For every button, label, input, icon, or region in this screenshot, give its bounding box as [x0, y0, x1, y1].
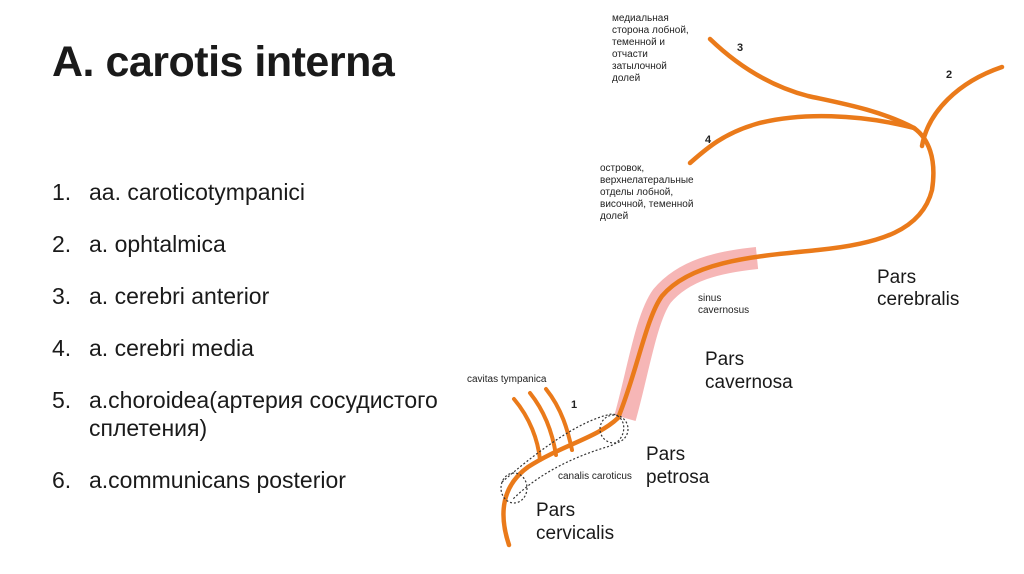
branch-number-4: 4: [705, 134, 712, 146]
label-cavitas-tympanica: cavitas tympanica: [467, 374, 547, 385]
list-item: 5. a.choroidea(артерия сосудистого сплете…: [52, 386, 472, 442]
part-line: Pars: [705, 349, 744, 370]
list-number: 3.: [52, 283, 72, 309]
carotis-interna-trunk: [501, 125, 936, 548]
list-number: 2.: [52, 231, 72, 257]
annotation-4-line: отделы лобной,: [600, 186, 673, 198]
part-line: Pars: [877, 267, 916, 288]
list-number: 6.: [52, 467, 72, 493]
list-number: 1.: [52, 179, 72, 205]
part-line: petrosa: [646, 467, 710, 488]
branch-cerebri-anterior: [707, 36, 917, 131]
label-pars-cerebralis: Pars cerebralis: [877, 267, 959, 310]
canalis-entry-circle: [500, 472, 528, 504]
branch-number-1: 1: [571, 399, 577, 411]
annotation-4-line: височной, теменной: [600, 199, 693, 210]
list-text: a. ophtalmica: [89, 231, 226, 257]
list-number: 5.: [52, 387, 72, 413]
list-text: aa. caroticotympanici: [89, 179, 306, 205]
annotation-3-line: теменной и: [612, 37, 665, 48]
annotation-3-line: медиальная: [612, 13, 669, 24]
annotation-3-line: долей: [612, 73, 640, 84]
label-sinus-line: cavernosus: [698, 305, 749, 316]
list-text: a.communicans posterior: [89, 467, 346, 493]
part-line: cavernosa: [705, 372, 793, 393]
list-item: 3. a. cerebri anterior: [52, 282, 472, 310]
part-line: cerebralis: [877, 289, 959, 310]
annotation-4-line: островок,: [600, 163, 644, 174]
branch-number-2: 2: [946, 69, 952, 81]
label-pars-petrosa: Pars petrosa: [646, 444, 710, 488]
part-line: Pars: [646, 444, 685, 465]
annotation-3-line: сторона лобной,: [612, 24, 689, 36]
branch-number-3: 3: [737, 42, 743, 54]
label-sinus-cavernosus: sinus cavernosus: [698, 293, 749, 316]
list-item: 6. a.communicans posterior: [52, 466, 472, 494]
branch-caroticotympanic-b: [528, 391, 558, 457]
annotation-3-line: затылочной: [612, 61, 667, 72]
list-number: 4.: [52, 335, 72, 361]
canalis-caroticus-outline: [501, 413, 625, 501]
branch-list: 1.aa. caroticotympanici 2.a. ophtalmica …: [52, 178, 472, 518]
branch-caroticotympanic-c: [544, 387, 574, 452]
canalis-exit-circle: [599, 414, 629, 444]
part-line: cervicalis: [536, 523, 614, 544]
list-item: 2. a. ophtalmica: [52, 230, 472, 258]
annotation-4-line: верхнелатеральные: [600, 175, 694, 186]
branch-cerebri-media: [687, 113, 917, 166]
branch-caroticotympanic-a: [512, 397, 542, 462]
label-pars-cervicalis: Pars cervicalis: [536, 500, 614, 544]
annotation-4-line: долей: [600, 211, 628, 222]
label-pars-cavernosa: Pars cavernosa: [705, 349, 793, 393]
label-canalis-caroticus: canalis caroticus: [558, 471, 632, 482]
label-sinus-line: sinus: [698, 293, 721, 304]
slide-title: A. carotis interna: [52, 38, 395, 86]
annotation-3-line: отчасти: [612, 49, 648, 60]
list-text: a.choroidea(артерия сосудистого сплетени…: [89, 387, 438, 441]
annotation-3: медиальная сторона лобной, теменной и от…: [612, 13, 691, 84]
annotation-4: островок, верхнелатеральные отделы лобно…: [600, 163, 696, 222]
list-text: a. cerebri anterior: [89, 283, 270, 309]
part-line: Pars: [536, 500, 575, 521]
list-text: a. cerebri media: [89, 335, 254, 361]
branch-ophtalmica: [919, 64, 1005, 149]
list-item: 1. aa. caroticotympanici: [52, 178, 472, 206]
list-item: 4. a. cerebri media: [52, 334, 472, 362]
